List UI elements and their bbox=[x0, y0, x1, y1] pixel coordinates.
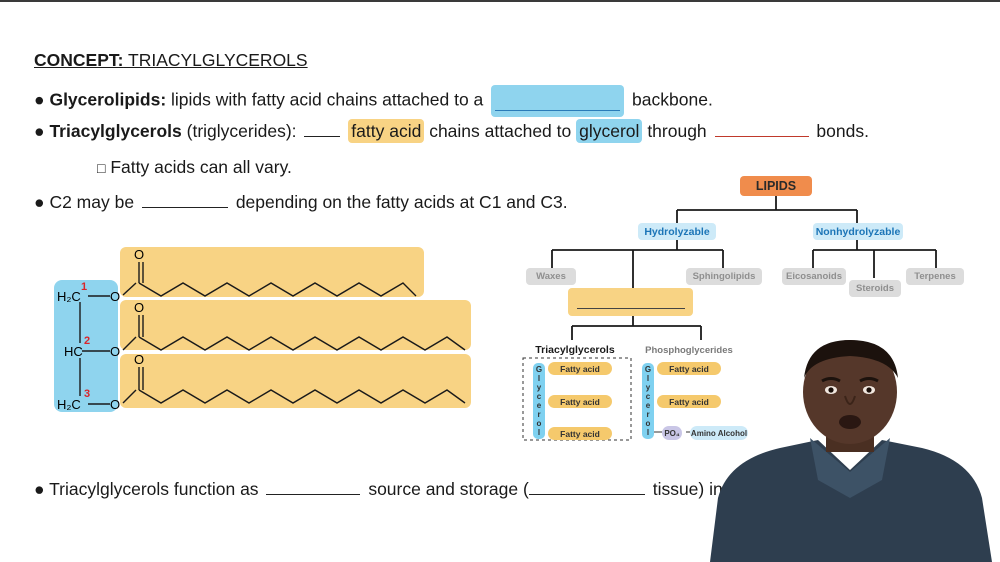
glycerol-letter: l bbox=[537, 428, 541, 437]
instructor-face bbox=[803, 340, 897, 444]
carbon-label-2: HC bbox=[64, 344, 83, 359]
terpenes-box: Terpenes bbox=[906, 268, 964, 285]
carbon-number-3: 3 bbox=[84, 388, 90, 400]
blank-line bbox=[576, 307, 685, 309]
fatty-acid-tag: Fatty acid bbox=[657, 395, 721, 408]
checkbox-icon: □ bbox=[97, 160, 106, 176]
c2-text-end: depending on the fatty acids at C1 and C… bbox=[235, 192, 568, 212]
glycerol-letter: G bbox=[644, 365, 652, 374]
carbon-number-1: 1 bbox=[81, 281, 87, 293]
glycerol-letter: e bbox=[645, 401, 651, 410]
fatty-acid-tag: Fatty acid bbox=[548, 362, 612, 375]
waxes-box: Waxes bbox=[526, 268, 576, 285]
glycerolipids-text: lipids with fatty acid chains attached t… bbox=[171, 89, 484, 110]
bullet-dot: ● bbox=[34, 479, 45, 499]
bullet-dot: ● bbox=[34, 89, 45, 110]
phosphate-tag: PO₄ bbox=[662, 426, 682, 440]
carbonyl-o-2: O bbox=[134, 300, 144, 315]
triacylglycerol-structure: O O O H₂C HC H₂C O O O 1 2 3 bbox=[54, 247, 471, 412]
glycerol-bar-phos: G l y c e r o l bbox=[642, 363, 654, 439]
phosphoglycerides-subtitle: Phosphoglycerides bbox=[645, 344, 733, 356]
fatty-acid-chain-2-highlight bbox=[120, 300, 471, 350]
instructor-hair bbox=[804, 340, 898, 378]
blank-bond-type bbox=[714, 125, 809, 137]
eicosanoids-box: Eicosanoids bbox=[782, 268, 846, 285]
carbonyl-o-1: O bbox=[134, 247, 144, 262]
top-border bbox=[0, 0, 1000, 2]
highlight-fatty-acid: fatty acid bbox=[348, 119, 425, 143]
fatty-acids-vary-text: Fatty acids can all vary. bbox=[110, 157, 292, 177]
lipid-tree-lines bbox=[522, 194, 937, 441]
glycerolipids-text-end: backbone. bbox=[632, 89, 713, 110]
blank-adipose bbox=[528, 483, 645, 495]
glycerol-letter: y bbox=[645, 383, 651, 392]
fatty-acid-chain-3-highlight bbox=[120, 354, 471, 408]
blank-backbone-highlighted bbox=[491, 85, 625, 117]
concept-name: TRIACYLGLYCEROLS bbox=[128, 50, 308, 70]
triacylglycerol-dashed-box bbox=[522, 357, 632, 441]
bullet-glycerolipids: ● Glycerolipids: lipids with fatty acid … bbox=[34, 85, 713, 117]
term-triacylglycerols: Triacylglycerols bbox=[49, 121, 182, 141]
glycerol-letter: c bbox=[536, 392, 542, 401]
fatty-acid-chain-1-highlight bbox=[120, 247, 424, 297]
glycerol-letter: l bbox=[537, 374, 541, 383]
glycerol-bar-tri: G l y c e r o l bbox=[533, 363, 545, 439]
triacylglycerols-subtitle: Triacylglycerols bbox=[535, 344, 615, 356]
glycerol-letter: l bbox=[646, 428, 650, 437]
glycerol-letter: r bbox=[537, 410, 541, 419]
amino-alcohol-tag: Amino Alcohol bbox=[690, 426, 748, 440]
term-glycerolipids: Glycerolipids: bbox=[49, 89, 167, 110]
lipids-root: LIPIDS bbox=[740, 176, 812, 196]
carbon-label-3: H₂C bbox=[57, 397, 81, 412]
fatty-acid-tag: Fatty acid bbox=[548, 395, 612, 408]
ester-oxygen-1: O bbox=[110, 289, 120, 304]
fatty-acid-tag: Fatty acid bbox=[657, 362, 721, 375]
triglycerides-paren: (triglycerides): bbox=[186, 121, 297, 141]
bullet-dot: ● bbox=[34, 121, 45, 141]
function-text-middle: source and storage ( bbox=[368, 479, 529, 499]
blank-chiral bbox=[141, 196, 228, 208]
concept-title: CONCEPT: TRIACYLGLYCEROLS bbox=[34, 49, 308, 71]
carbon-label-1: H₂C bbox=[57, 289, 81, 304]
blank-glycerolipids-box bbox=[568, 288, 693, 316]
glycerol-backbone-highlight bbox=[54, 280, 118, 412]
bullet-dot: ● bbox=[34, 192, 45, 212]
glycerol-letter: l bbox=[646, 374, 650, 383]
glycerol-letter: o bbox=[536, 419, 542, 428]
function-text: Triacylglycerols function as bbox=[49, 479, 259, 499]
c2-text: C2 may be bbox=[49, 192, 135, 212]
ester-oxygen-3: O bbox=[110, 397, 120, 412]
bonds-text: bonds. bbox=[816, 121, 869, 141]
glycerol-letter: o bbox=[645, 419, 651, 428]
fatty-acid-tag: Fatty acid bbox=[548, 427, 612, 440]
highlight-glycerol: glycerol bbox=[576, 119, 643, 143]
carbon-number-2: 2 bbox=[84, 335, 90, 347]
chains-attached-text: chains attached to bbox=[429, 121, 572, 141]
glycerol-letter: e bbox=[536, 401, 542, 410]
ester-oxygen-2: O bbox=[110, 344, 120, 359]
concept-label: CONCEPT: bbox=[34, 50, 124, 70]
hydrolyzable-box: Hydrolyzable bbox=[638, 223, 716, 240]
sub-bullet-vary: □ Fatty acids can all vary. bbox=[97, 156, 292, 179]
steroids-box: Steroids bbox=[849, 280, 901, 297]
blank-energy bbox=[266, 483, 361, 495]
glycerol-letter: y bbox=[536, 383, 542, 392]
blank-number bbox=[304, 125, 341, 137]
instructor-video bbox=[710, 340, 992, 562]
glycerol-letter: c bbox=[645, 392, 651, 401]
bullet-function: ● Triacylglycerols function as source an… bbox=[34, 478, 747, 500]
through-text: through bbox=[647, 121, 707, 141]
bullet-c2: ● C2 may be depending on the fatty acids… bbox=[34, 191, 568, 213]
bullet-triacylglycerols: ● Triacylglycerols (triglycerides): fatt… bbox=[34, 119, 869, 143]
glycerol-letter: r bbox=[646, 410, 650, 419]
nonhydrolyzable-box: Nonhydrolyzable bbox=[813, 223, 903, 240]
instructor-shirt bbox=[710, 440, 992, 562]
sphingolipids-box: Sphingolipids bbox=[686, 268, 762, 285]
carbonyl-o-3: O bbox=[134, 352, 144, 367]
glycerol-letter: G bbox=[535, 365, 543, 374]
